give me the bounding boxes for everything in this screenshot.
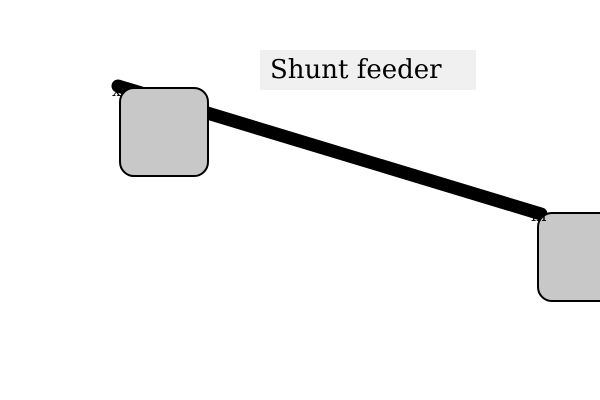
load-block[interactable] <box>537 212 600 302</box>
right-port-label: in <box>531 206 546 225</box>
source-block[interactable] <box>119 87 209 177</box>
left-port-label: x <box>112 81 121 100</box>
diagram-title: Shunt feeder <box>260 50 476 90</box>
